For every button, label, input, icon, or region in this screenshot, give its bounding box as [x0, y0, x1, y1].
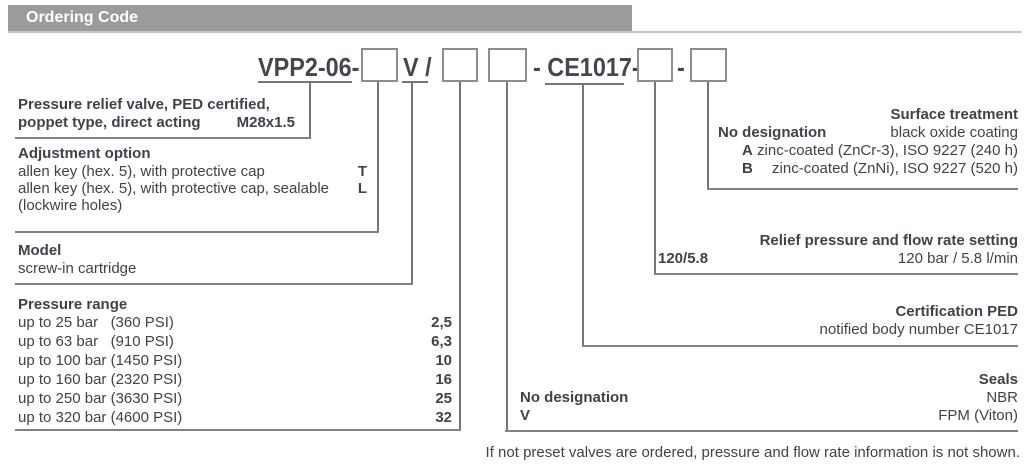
relief-setting-value: 120 bar / 5.8 l/min: [897, 250, 1018, 267]
relief-setting-title: Relief pressure and flow rate setting: [759, 232, 1018, 249]
section-rule-adjustment: [15, 231, 379, 233]
surface-treatment-row: B zinc-coated (ZnNi), ISO 9227 (520 h): [742, 161, 1018, 177]
pressure-range-row: up to 25 bar (360 PSI) 2,5: [18, 315, 452, 331]
section-rule-valve-type: [15, 137, 311, 139]
valve-type-line1: Pressure relief valve, PED certified,: [18, 96, 270, 113]
connector-line-model: [411, 82, 413, 285]
connector-line-adjustment: [377, 82, 379, 233]
pressure-range-label: up to 25 bar (360 PSI): [18, 314, 174, 331]
pressure-range-label: up to 160 bar (2320 PSI): [18, 371, 183, 388]
model-value: screw-in cartridge: [18, 260, 137, 277]
code-separator-dash: -: [677, 52, 685, 82]
pressure-range-code: 2,5: [431, 314, 452, 331]
seals-code: V: [520, 407, 531, 424]
adjustment-row: allen key (hex. 5), with protective cap …: [18, 164, 367, 180]
surface-treatment-title: Surface treatment: [890, 106, 1018, 123]
surface-treatment-value: zinc-coated (ZnCr-3), ISO 9227 (240 h): [757, 142, 1018, 159]
adjustment-row-label: allen key (hex. 5), with protective cap: [18, 163, 265, 180]
pressure-range-code: 10: [435, 352, 452, 369]
adjustment-row-label: allen key (hex. 5), with protective cap,…: [18, 180, 329, 197]
pressure-range-row: up to 63 bar (910 PSI) 6,3: [18, 334, 452, 350]
section-header-bar: Ordering Code: [8, 5, 632, 31]
model-title: Model: [18, 242, 62, 259]
code-box-pressure-range: [442, 48, 478, 82]
seals-value: FPM (Viton): [938, 407, 1018, 424]
connector-line-seals: [506, 82, 508, 432]
seals-value: NBR: [986, 389, 1018, 406]
certification-value: notified body number CE1017: [819, 321, 1018, 338]
section-rule-pressure-range: [15, 429, 461, 431]
seals-code: No designation: [520, 389, 629, 406]
surface-treatment-code: B: [742, 160, 753, 177]
pressure-range-row: up to 100 bar (1450 PSI) 10: [18, 353, 452, 369]
pressure-range-row: up to 320 bar (4600 PSI) 32: [18, 410, 452, 426]
connector-line-surface-treatment: [707, 82, 709, 189]
section-rule-certification: [582, 345, 1018, 347]
adjustment-title: Adjustment option: [18, 145, 151, 162]
footnote: If not preset valves are ordered, pressu…: [485, 444, 1020, 461]
surface-treatment-value: black oxide coating: [890, 124, 1018, 141]
surface-treatment-row: No designation black oxide coating: [718, 125, 1018, 141]
pressure-range-code: 25: [435, 390, 452, 407]
valve-type-description: poppet type, direct acting: [18, 114, 201, 131]
pressure-range-title: Pressure range: [18, 296, 128, 313]
surface-treatment-code: A: [742, 142, 753, 159]
section-rule-seals: [505, 430, 1018, 432]
valve-type-thread: M28x1.5: [236, 114, 295, 131]
relief-setting-row: 120/5.8 120 bar / 5.8 l/min: [658, 251, 1018, 267]
code-model-letter: V /: [403, 52, 432, 82]
relief-setting-code: 120/5.8: [658, 250, 709, 267]
surface-treatment-code: No designation: [718, 124, 827, 141]
adjustment-row: allen key (hex. 5), with protective cap,…: [18, 181, 367, 197]
connector-line: [402, 81, 428, 83]
valve-type-line2: poppet type, direct acting M28x1.5: [18, 115, 295, 131]
surface-treatment-row: A zinc-coated (ZnCr-3), ISO 9227 (240 h): [742, 143, 1018, 159]
section-rule-relief-setting: [654, 273, 1018, 275]
seals-row: No designation NBR: [520, 390, 1018, 406]
section-header-title: Ordering Code: [26, 9, 139, 26]
connector-line-certification: [582, 84, 584, 347]
connector-line: [258, 81, 352, 83]
connector-line-valve-type: [309, 82, 311, 138]
surface-treatment-value: zinc-coated (ZnNi), ISO 9227 (520 h): [772, 160, 1018, 177]
adjustment-row-code: T: [357, 163, 367, 180]
adjustment-row-code: L: [357, 180, 367, 197]
code-cert-segment: - CE1017-: [533, 52, 640, 82]
header-rule: [8, 31, 1022, 33]
code-prefix: VPP2-06-: [258, 52, 360, 82]
code-box-surface-treatment: [690, 48, 727, 82]
pressure-range-code: 6,3: [431, 333, 452, 350]
section-rule-surface-treatment: [707, 188, 1018, 190]
pressure-range-row: up to 160 bar (2320 PSI) 16: [18, 372, 452, 388]
pressure-range-code: 16: [435, 371, 452, 388]
connector-line: [545, 83, 624, 85]
code-box-adjustment: [361, 48, 398, 82]
certification-title: Certification PED: [895, 303, 1018, 320]
pressure-range-label: up to 100 bar (1450 PSI): [18, 352, 183, 369]
pressure-range-label: up to 63 bar (910 PSI): [18, 333, 174, 350]
pressure-range-code: 32: [435, 409, 452, 426]
section-rule-model: [15, 283, 413, 285]
connector-line-pressure-range: [459, 82, 461, 431]
code-box-seals: [488, 48, 527, 82]
pressure-range-label: up to 320 bar (4600 PSI): [18, 409, 183, 426]
seals-row: V FPM (Viton): [520, 408, 1018, 424]
adjustment-note: (lockwire holes): [18, 197, 123, 214]
pressure-range-row: up to 250 bar (3630 PSI) 25: [18, 391, 452, 407]
connector-line-relief-setting: [654, 82, 656, 275]
seals-title: Seals: [978, 371, 1018, 388]
pressure-range-label: up to 250 bar (3630 PSI): [18, 390, 183, 407]
code-box-relief-setting: [637, 48, 673, 82]
